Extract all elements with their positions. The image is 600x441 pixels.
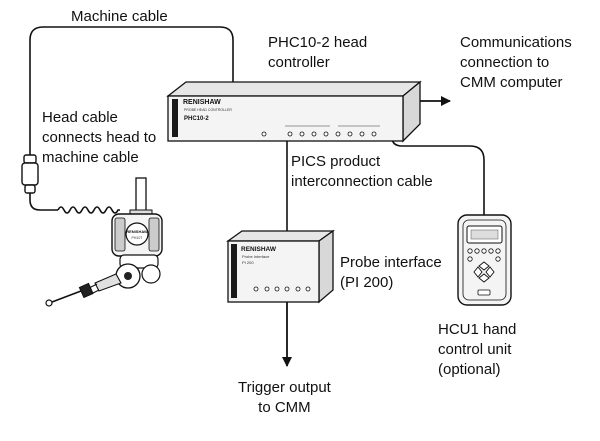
phc-status-leds xyxy=(261,131,377,137)
head-logo-badge xyxy=(125,222,149,246)
hcu1-hand-control-unit xyxy=(457,214,512,306)
phc-title-label: PHC10-2 head controller xyxy=(268,34,368,71)
hcu-direction-pad xyxy=(473,261,495,283)
cable-connector-icon xyxy=(21,154,39,194)
hcu1-label: HCU1 hand control unit (optional) xyxy=(438,321,517,378)
probe-interface-label: Probe interface (PI 200) xyxy=(340,254,442,291)
head-model: PH10T xyxy=(132,236,144,240)
phc-front-strip xyxy=(172,99,178,137)
pi200-subtitle: Probe Interface xyxy=(242,254,270,259)
phc-subtitle: PROBE HEAD CONTROLLER xyxy=(184,108,232,112)
head-cable-line xyxy=(29,192,120,214)
machine-cable-label: Machine cable xyxy=(71,8,168,25)
head-cable-label: Head cable connects head to machine cabl… xyxy=(42,109,157,166)
stylus-tip xyxy=(45,299,53,307)
phc-brand: RENISHAW xyxy=(183,99,221,106)
machine-cable-line xyxy=(29,26,234,155)
comms-label: Communications connection to CMM compute… xyxy=(460,34,572,91)
probe-head-assembly: RENISHAW PH10T xyxy=(45,177,163,307)
probe-stylus xyxy=(51,290,82,303)
phc10-2-controller: RENISHAW PROBE HEAD CONTROLLER PHC10-2 xyxy=(166,80,422,143)
trigger-output-label: Trigger output to CMM xyxy=(238,379,331,416)
pi200-brand: RENISHAW xyxy=(241,246,277,253)
pics-label: PICS product interconnection cable xyxy=(291,153,433,190)
pi200-leds xyxy=(253,286,311,292)
hcu-screen xyxy=(470,229,499,240)
pi200-model: PI 200 xyxy=(242,260,254,265)
phc-model: PHC10-2 xyxy=(184,116,209,122)
head-brand: RENISHAW xyxy=(126,229,148,234)
pi200-probe-interface: RENISHAW Probe Interface PI 200 xyxy=(225,229,336,304)
